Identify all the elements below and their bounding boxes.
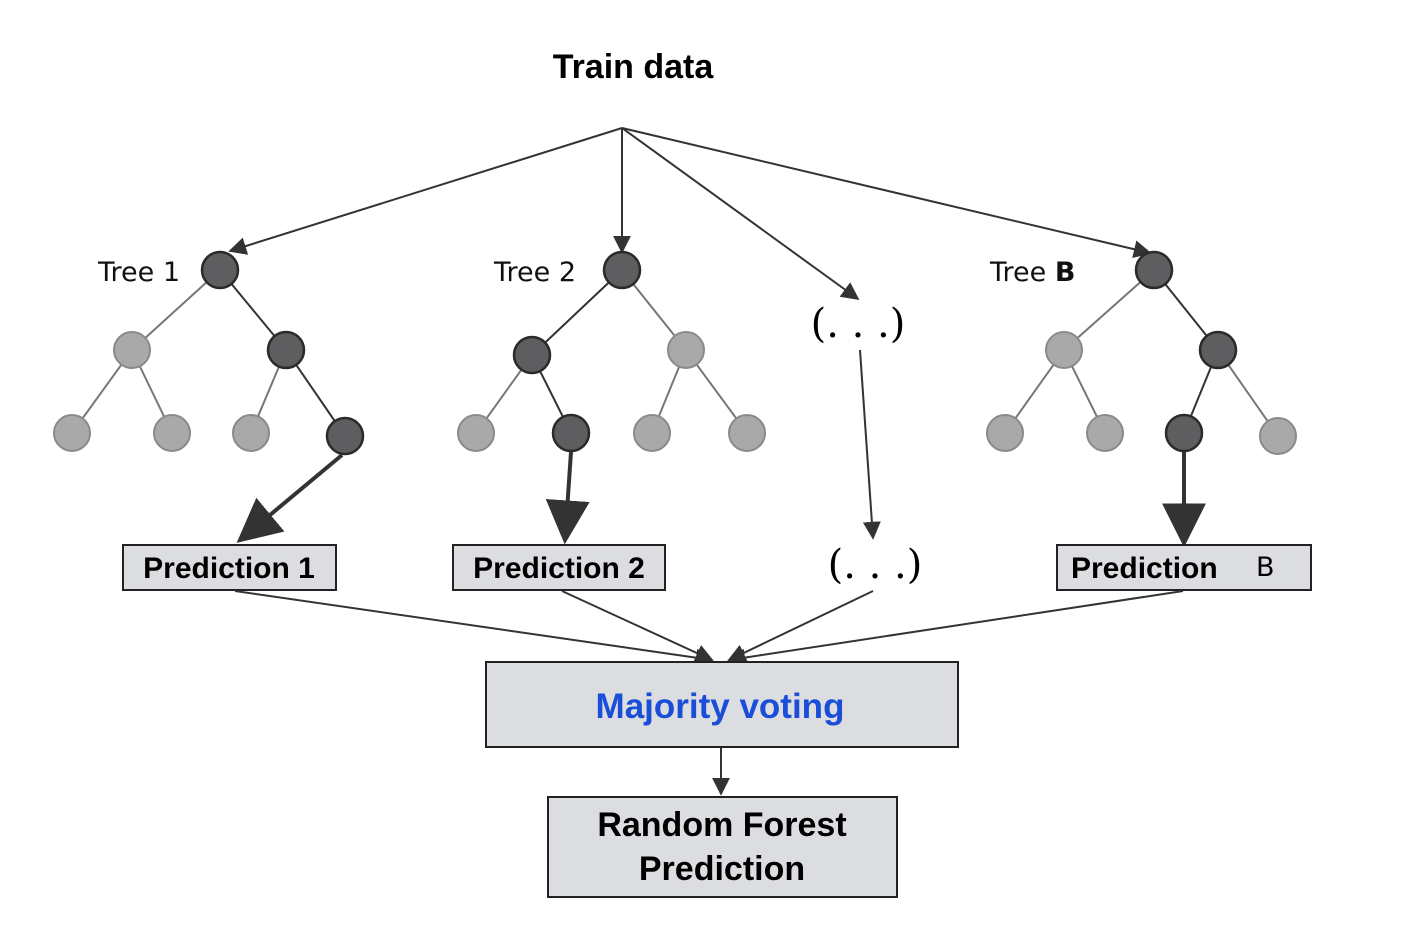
arrow-ellipsis-to-vote <box>727 590 874 662</box>
tree-1-leaf <box>53 414 91 452</box>
prediction-b-box: Prediction B <box>1056 544 1312 591</box>
arrow-ellipsis-down <box>859 349 881 540</box>
prediction-2-box: Prediction 2 <box>452 544 666 591</box>
title-train-data: Train data <box>553 48 715 86</box>
tree-1-root-node <box>200 250 240 290</box>
tree-b-leaf <box>1086 414 1124 452</box>
tree-b-selected-leaf <box>1164 413 1204 453</box>
tree-b-label: Tree B <box>989 257 1075 288</box>
arrow-to-tree-1 <box>228 127 623 255</box>
tree-1-node <box>266 330 306 370</box>
tree-1-leaf <box>153 414 191 452</box>
tree-b-node <box>1198 330 1238 370</box>
tree-b-leaf <box>1259 417 1297 455</box>
tree-2-node <box>667 331 705 369</box>
final-line-2: Prediction <box>639 850 805 888</box>
tree-b-leaf <box>986 414 1024 452</box>
tree-2-selected-leaf <box>551 413 591 453</box>
tree-2 <box>457 250 766 453</box>
prediction-1-label: Prediction 1 <box>143 552 315 585</box>
arrow-leaf-to-prediction-2 <box>545 451 590 545</box>
tree-1 <box>53 250 365 456</box>
tree-1-node <box>113 331 151 369</box>
tree-1-selected-leaf <box>325 416 365 456</box>
tree-2-leaf <box>457 414 495 452</box>
train-data-arrows <box>228 127 1152 301</box>
tree-1-leaf <box>232 414 270 452</box>
ellipsis-top: (. . .) <box>811 301 906 347</box>
tree-2-node <box>512 335 552 375</box>
majority-voting-label: Majority voting <box>596 687 845 726</box>
prediction-2-label: Prediction 2 <box>473 552 645 585</box>
arrow-prediction-b-to-vote <box>727 590 1184 667</box>
vote-arrows <box>234 590 1184 667</box>
prediction-b-suffix: B <box>1256 552 1275 583</box>
tree-b-root-node <box>1134 250 1174 290</box>
tree-2-leaf <box>633 414 671 452</box>
tree-b <box>986 250 1297 455</box>
tree-b-node <box>1045 331 1083 369</box>
prediction-b-label: Prediction <box>1071 552 1218 585</box>
tree-2-root-node <box>602 250 642 290</box>
arrow-leaf-to-prediction-1 <box>236 453 344 543</box>
majority-voting-box: Majority voting <box>485 661 959 748</box>
prediction-1-box: Prediction 1 <box>122 544 337 591</box>
arrow-to-ellipsis <box>621 127 860 301</box>
final-prediction-box: Random Forest Prediction <box>547 796 898 898</box>
final-line-1: Random Forest <box>597 806 846 844</box>
arrow-prediction-1-to-vote <box>234 590 714 667</box>
tree-2-leaf <box>728 414 766 452</box>
arrow-to-tree-b <box>621 127 1152 259</box>
tree-2-label: Tree 2 <box>493 257 576 288</box>
tree-1-label: Tree 1 <box>97 257 180 288</box>
ellipsis-bottom: (. . .) <box>828 542 923 588</box>
arrow-prediction-2-to-vote <box>561 590 714 662</box>
